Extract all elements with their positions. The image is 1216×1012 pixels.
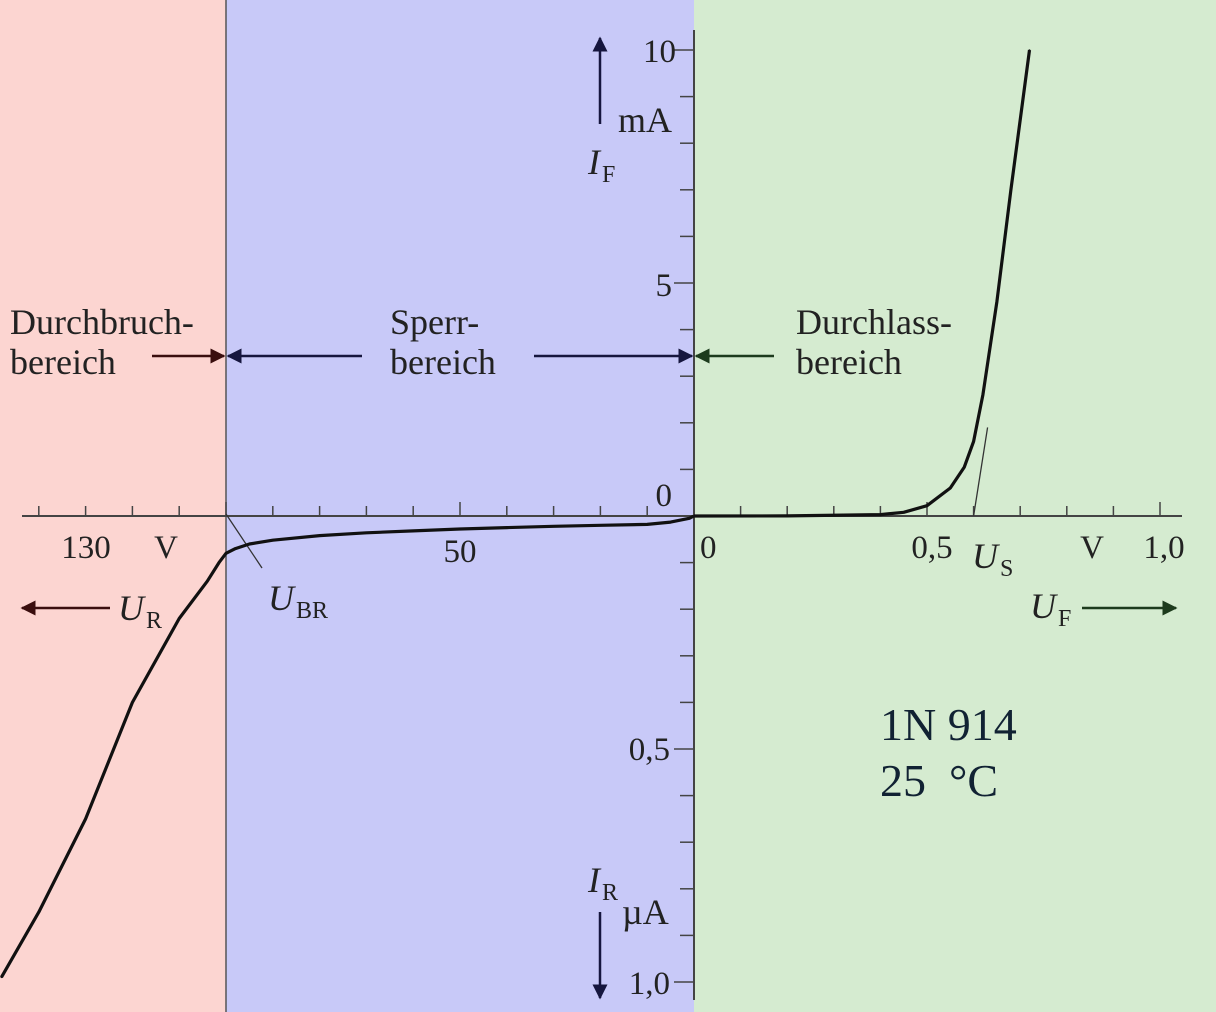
breakdown-tangent-line (225, 513, 263, 569)
y-tick-5: 5 (656, 268, 673, 304)
reverse-data-point (599, 524, 602, 527)
forward-region-title: Durchlass- (796, 302, 952, 342)
forward-region (694, 0, 1216, 1012)
axis-ticks (38, 49, 1161, 983)
threshold-voltage-label: US (972, 536, 1013, 582)
x-unit-forward: V (1080, 530, 1104, 566)
forward-region-subtitle: bereich (796, 342, 902, 382)
forward-data-point (1010, 189, 1012, 191)
reverse-current-symbol: I (587, 860, 602, 900)
breakdown-voltage-subscript: BR (296, 598, 328, 624)
reverse-data-point (693, 515, 695, 517)
breakdown-voltage-label: UBR (268, 578, 328, 624)
reverse-data-point (318, 534, 321, 537)
reverse-data-point (646, 523, 648, 526)
forward-current-symbol: I (587, 142, 602, 182)
reverse-data-point (365, 531, 368, 534)
reverse-data-point (84, 818, 87, 820)
forward-data-point (996, 300, 998, 303)
reverse-data-point (459, 528, 461, 530)
y-tick-1-0: 1,0 (629, 966, 670, 1002)
reverse-characteristic-curve (0, 514, 695, 979)
threshold-tangent-line (972, 427, 989, 517)
breakdown-region (0, 0, 226, 1012)
reverse-data-point (218, 561, 220, 564)
blocking-region-subtitle: bereich (390, 342, 496, 382)
x-unit-reverse: V (154, 530, 178, 566)
reverse-voltage-label: UR (118, 588, 162, 634)
reverse-data-point (506, 526, 508, 529)
reverse-current-label: IR (587, 860, 618, 906)
forward-data-point (963, 466, 966, 468)
y-tick-10: 10 (643, 34, 676, 70)
reverse-data-point (38, 911, 40, 913)
threshold-voltage-symbol: U (972, 536, 1000, 576)
forward-data-point (1028, 49, 1031, 51)
x-tick-130: 130 (61, 530, 111, 566)
device-name: 1N 914 (880, 699, 1017, 750)
forward-characteristic-curve (693, 49, 1032, 518)
reverse-current-subscript: R (602, 880, 618, 906)
reverse-data-point (552, 525, 555, 528)
y-tick-0: 0 (656, 478, 673, 514)
reverse-data-point (225, 552, 227, 555)
forward-voltage-symbol: U (1030, 586, 1058, 626)
reverse-voltage-symbol: U (118, 588, 146, 628)
forward-voltage-subscript: F (1058, 606, 1071, 632)
blocking-region-title: Sperr- (390, 302, 479, 342)
forward-data-point (786, 515, 788, 517)
reverse-data-point (272, 539, 274, 542)
reverse-voltage-subscript: R (146, 608, 162, 634)
reverse-data-point (234, 547, 237, 550)
forward-data-point (982, 394, 984, 396)
x-tick-0: 0 (700, 530, 717, 566)
reverse-data-point (206, 580, 209, 583)
forward-data-point (926, 504, 928, 507)
x-tick-0-5: 0,5 (911, 530, 952, 566)
reverse-data-point (248, 543, 251, 545)
y-tick-0-5: 0,5 (629, 732, 670, 768)
reverse-data-point (412, 530, 415, 532)
forward-voltage-label: UF (1030, 586, 1071, 632)
forward-data-point (949, 487, 952, 489)
breakdown-region-subtitle: bereich (10, 342, 116, 382)
reverse-data-point (688, 517, 691, 520)
forward-data-point (972, 440, 975, 443)
x-tick-1-0: 1,0 (1143, 530, 1184, 566)
forward-current-subscript: F (602, 162, 615, 188)
forward-current-unit: mA (618, 100, 672, 140)
data-points (0, 49, 1031, 979)
forward-data-point (879, 513, 882, 516)
reverse-data-point (131, 701, 134, 704)
reverse-data-point (0, 976, 3, 979)
forward-current-label: IF (587, 142, 615, 188)
reverse-data-point (178, 617, 180, 620)
forward-data-point (902, 511, 905, 514)
reverse-data-point (669, 521, 672, 523)
breakdown-voltage-symbol: U (268, 578, 296, 618)
reverse-current-unit: µA (622, 892, 669, 932)
x-tick-50: 50 (444, 534, 477, 570)
device-temperature: 25 °C (880, 755, 998, 806)
breakdown-region-title: Durchbruch- (10, 302, 194, 342)
threshold-voltage-subscript: S (1000, 556, 1013, 582)
